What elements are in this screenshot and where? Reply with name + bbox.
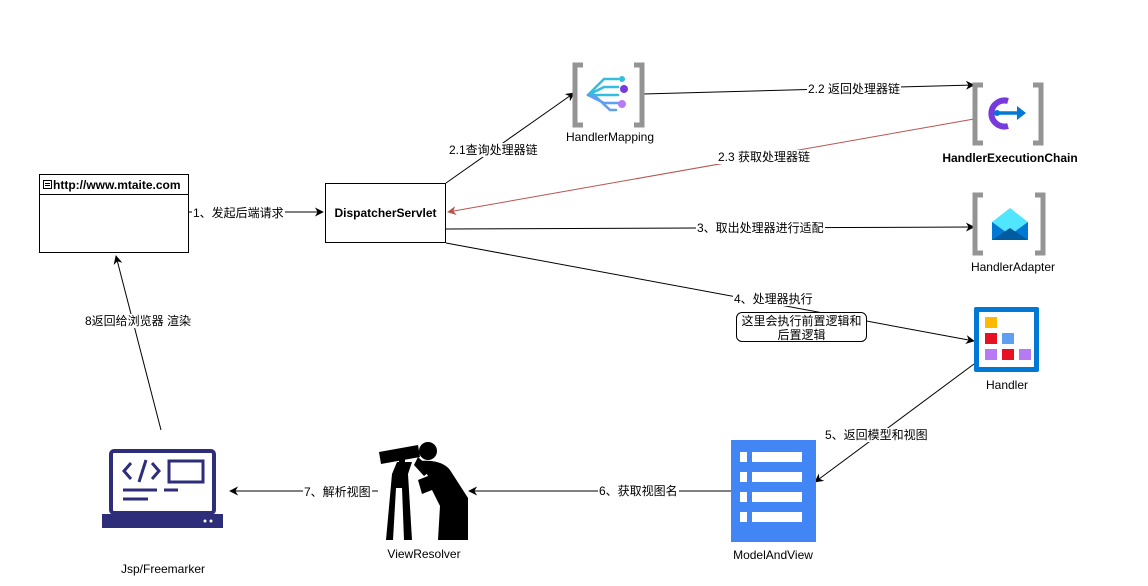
handler-adapter-icon (972, 192, 1046, 256)
edge-label-8: 8返回给浏览器 渲染 (84, 314, 193, 328)
edge-label-2-3: 2.3 获取处理器链 (717, 150, 812, 164)
handler-execution-chain-label: HandlerExecutionChain (942, 151, 1078, 165)
edge-label-5: 5、返回模型和视图 (824, 428, 929, 442)
view-resolver-icon (379, 442, 468, 540)
edge-label-3: 3、取出处理器进行适配 (696, 221, 825, 235)
dispatcher-servlet-node: DispatcherServlet (325, 183, 446, 243)
edge-label-2-1: 2.1查询处理器链 (448, 143, 539, 157)
handler-label: Handler (985, 378, 1029, 392)
browser-address-bar: http://www.mtaite.com (40, 175, 188, 195)
edge-5-return-model (814, 363, 975, 483)
view-resolver-label: ViewResolver (387, 547, 461, 561)
note-line-2: 后置逻辑 (777, 328, 826, 342)
edge-label-4: 4、处理器执行 (733, 292, 814, 306)
edge-label-1: 1、发起后端请求 (192, 206, 285, 220)
browser-url: http://www.mtaite.com (53, 177, 181, 192)
jsp-freemarker-label: Jsp/Freemarker (120, 562, 206, 576)
handler-icon (974, 307, 1039, 372)
handler-note: 这里会执行前置逻辑和 后置逻辑 (736, 312, 867, 342)
edge-2-1-query-chain (445, 92, 575, 184)
edge-8-return-browser (113, 255, 162, 431)
handler-execution-chain-icon (972, 82, 1044, 146)
browser-window: http://www.mtaite.com (39, 174, 189, 253)
edge-4-execute (445, 242, 975, 344)
note-line-1: 这里会执行前置逻辑和 (741, 314, 862, 328)
handler-adapter-label: HandlerAdapter (970, 260, 1056, 274)
handler-mapping-icon (572, 62, 645, 128)
handler-mapping-label: HandlerMapping (565, 130, 655, 144)
edge-label-6: 6、获取视图名 (598, 484, 679, 498)
dispatcher-servlet-label: DispatcherServlet (334, 206, 437, 220)
model-and-view-icon (731, 440, 816, 542)
edge-2-3-get-chain (447, 118, 975, 216)
edge-label-2-2: 2.2 返回处理器链 (807, 82, 902, 96)
page-icon (43, 180, 52, 189)
model-and-view-label: ModelAndView (733, 548, 813, 562)
edge-label-7: 7、解析视图 (303, 485, 372, 499)
jsp-laptop-icon (102, 449, 223, 528)
